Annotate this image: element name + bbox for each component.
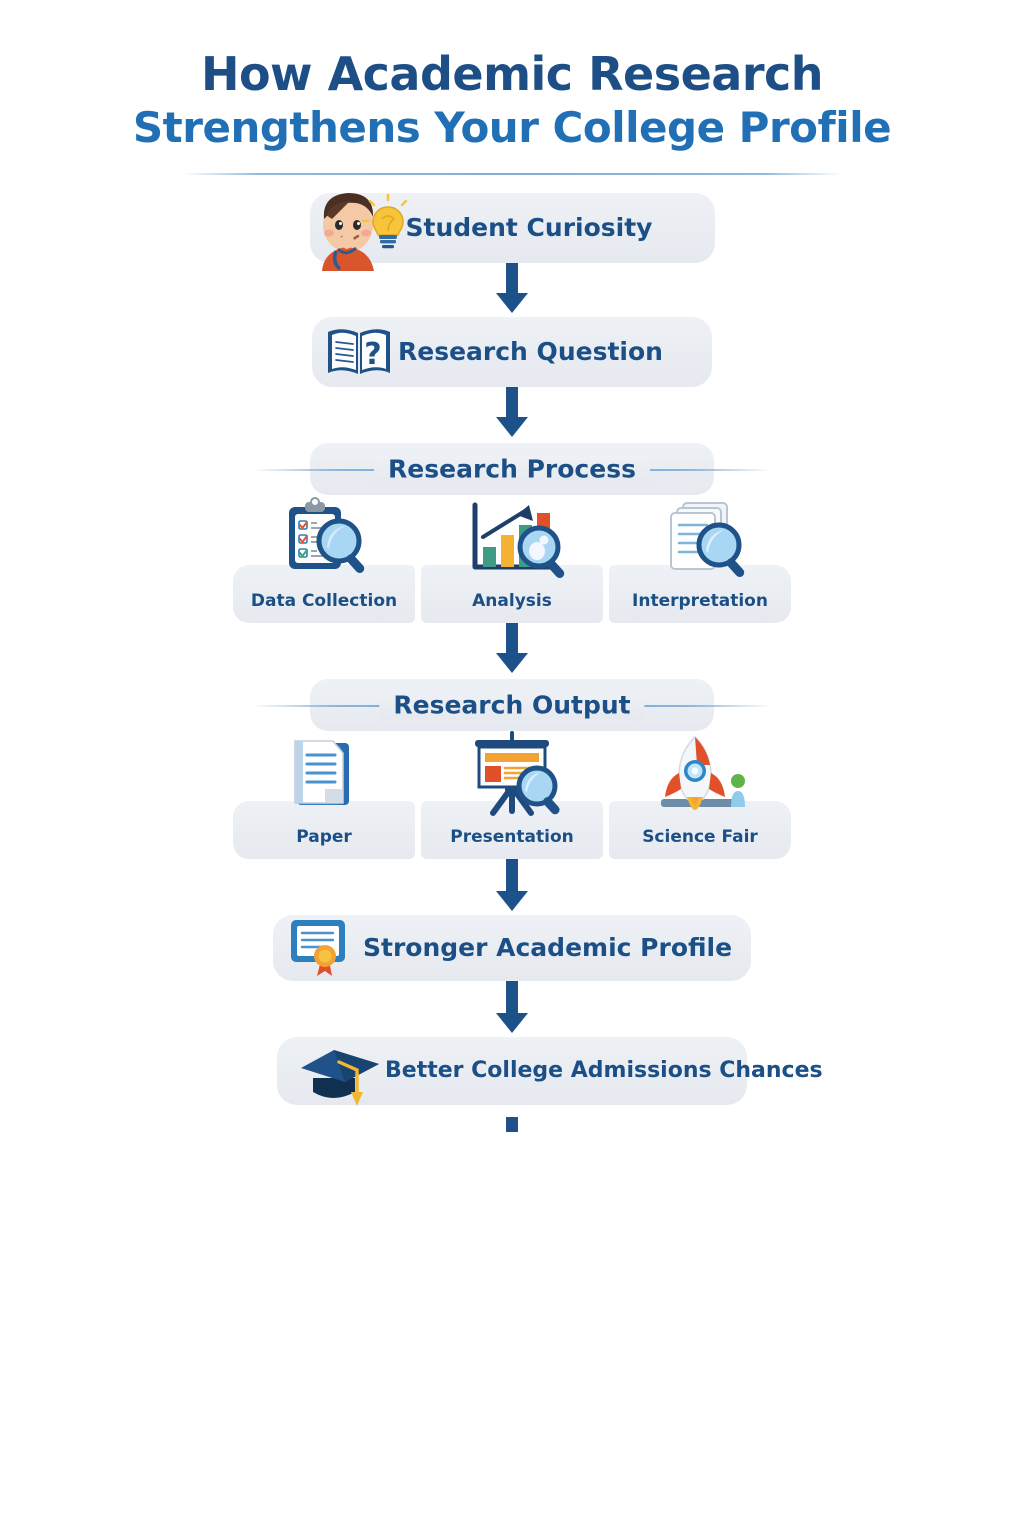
presentation-board-magnifier-icon — [447, 730, 577, 817]
card-analysis[interactable]: Analysis — [421, 501, 603, 623]
title-block: How Academic Research Strengthens Your C… — [0, 0, 1024, 175]
card-band — [609, 800, 791, 859]
card-band — [233, 564, 415, 623]
page-title-line1: How Academic Research — [200, 47, 824, 101]
node-student-curiosity[interactable]: Student Curiosity — [309, 192, 715, 271]
card-label-science-fair: Science Fair — [642, 826, 758, 847]
process-card-group: Data Collection — [0, 496, 1024, 623]
card-band — [421, 564, 603, 623]
clipboard-checklist-magnifier-icon — [259, 495, 389, 581]
row-better-college-admissions: Better College Admissions Chances — [0, 1034, 1024, 1108]
row-student-curiosity: Student Curiosity — [0, 192, 1024, 271]
section-rule-left — [252, 704, 484, 707]
card-band — [233, 800, 415, 859]
card-science-fair[interactable]: Science Fair — [609, 735, 791, 859]
card-band — [609, 564, 791, 623]
output-card-group: Paper — [0, 730, 1024, 859]
section-rule-right — [540, 468, 772, 471]
arrow-down-icon — [496, 622, 528, 673]
node-label-better-college-admissions: Better College Admissions Chances — [385, 1058, 823, 1084]
node-label-stronger-academic-profile: Stronger Academic Profile — [363, 933, 733, 963]
arrow-down-icon — [496, 858, 528, 911]
arrow-output-to-profile — [0, 858, 1024, 915]
svg-text:?: ? — [364, 337, 381, 372]
card-interpretation[interactable]: Interpretation — [609, 501, 791, 623]
row-stronger-academic-profile: Stronger Academic Profile — [0, 914, 1024, 981]
arrow-process-to-output — [0, 622, 1024, 677]
card-paper[interactable]: Paper — [233, 737, 415, 859]
arrow-profile-to-admissions — [0, 980, 1024, 1037]
flow-diagram: Student Curiosity — [0, 192, 1024, 1132]
stacked-paper-icon — [259, 731, 389, 817]
card-label-interpretation: Interpretation — [632, 590, 768, 611]
section-rule-left — [252, 468, 484, 471]
section-rule-right — [540, 704, 772, 707]
rocket-icon — [635, 731, 765, 817]
section-research-output: Research Output — [0, 677, 1024, 733]
arrow-down-icon — [496, 980, 528, 1033]
flow-end-stub — [0, 1116, 1024, 1132]
certificate-award-icon — [287, 916, 363, 980]
row-research-question: ? Research Question — [0, 316, 1024, 387]
thinking-student-icon — [316, 185, 414, 271]
card-label-data-collection: Data Collection — [250, 590, 398, 611]
card-label-paper: Paper — [296, 826, 352, 847]
node-research-question[interactable]: ? Research Question — [312, 316, 712, 387]
arrow-down-icon — [496, 386, 528, 437]
card-label-analysis: Analysis — [472, 590, 552, 611]
card-label-presentation: Presentation — [450, 826, 574, 847]
node-label-research-question: Research Question — [398, 337, 663, 367]
open-book-question-icon: ? — [324, 322, 394, 382]
card-data-collection[interactable]: Data Collection — [233, 496, 415, 623]
section-title-research-output: Research Output — [379, 690, 645, 720]
section-title-research-process: Research Process — [374, 454, 650, 484]
arrow-down-icon — [496, 262, 528, 313]
documents-magnifier-icon — [635, 495, 765, 581]
section-research-process: Research Process — [0, 441, 1024, 497]
graduation-cap-icon — [295, 1034, 387, 1108]
title-divider — [182, 172, 842, 175]
arrow-question-to-process — [0, 386, 1024, 441]
end-stub-marker — [506, 1116, 518, 1132]
arrow-curiosity-to-question — [0, 262, 1024, 317]
node-stronger-academic-profile[interactable]: Stronger Academic Profile — [273, 914, 751, 981]
node-better-college-admissions[interactable]: Better College Admissions Chances — [277, 1034, 823, 1108]
bar-chart-magnifier-icon — [447, 495, 577, 581]
card-presentation[interactable]: Presentation — [421, 730, 603, 859]
node-label-student-curiosity: Student Curiosity — [405, 213, 653, 243]
page-title-line2: Strengthens Your College Profile — [132, 102, 892, 152]
